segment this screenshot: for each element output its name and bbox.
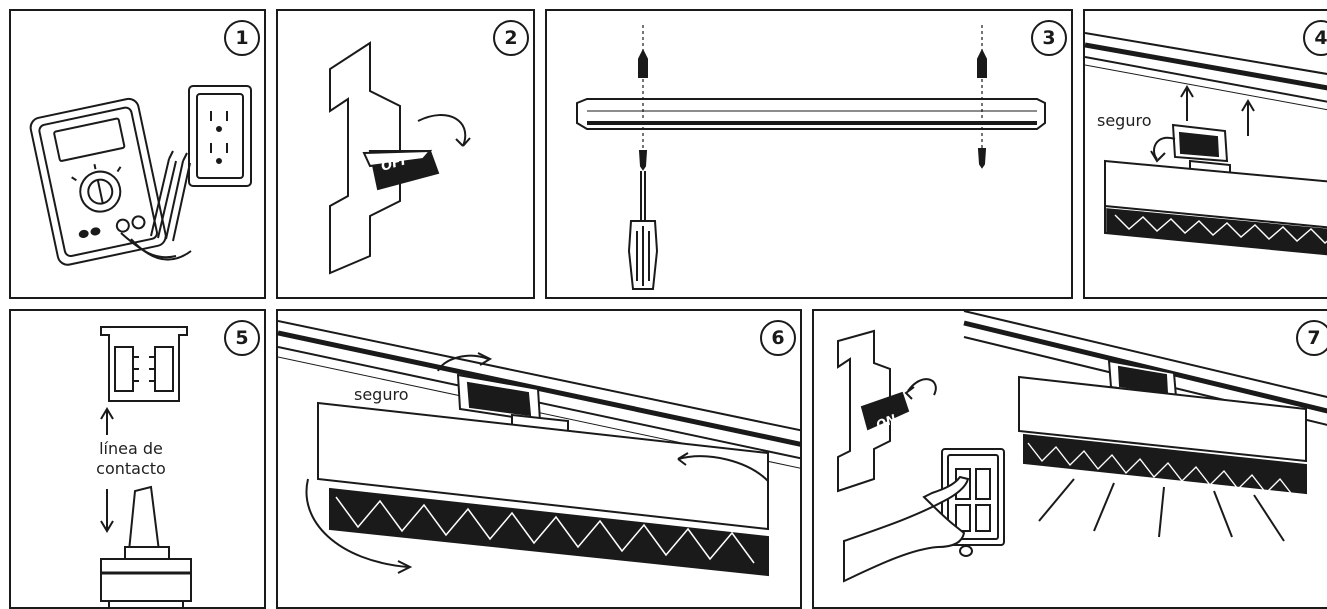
step-number-badge: 3 [1031,20,1067,56]
track-rail-icon [100,326,192,607]
contact-line-label: línea de contacto [71,439,191,479]
step-2-panel: OFF 2 [276,9,535,299]
step-number-badge: 1 [224,20,260,56]
step-5-panel: línea de contacto 5 [9,309,266,609]
step-number-badge: 2 [493,20,529,56]
step-7-panel: ON 7 [812,309,1327,609]
contact-line-label-line2: contacto [96,459,166,478]
switch-off-icon [329,41,471,275]
light-fixture-icon [1085,32,1327,256]
lens-row [1027,442,1295,498]
lock-label: seguro [1097,111,1152,130]
lens-row [335,496,755,564]
step-number-badge: 7 [1296,320,1327,356]
step-6-panel: seguro 6 [276,309,802,609]
step-1-panel: 1 [9,9,266,299]
step-number-badge: 4 [1303,20,1327,56]
lock-label: seguro [354,385,409,404]
multimeter-icon [29,97,192,266]
step-3-panel: 3 [545,9,1073,299]
lens-row [1114,214,1327,244]
track-rail-icon [576,25,1046,171]
screwdriver-icon [627,171,659,290]
contact-line-label-line1: línea de [99,439,163,458]
step-4-panel: seguro 4 [1083,9,1327,299]
step-number-badge: 5 [224,320,260,356]
light-fixture-icon [278,320,800,577]
switch-on-icon [837,329,937,493]
outlet-icon [188,85,252,187]
hand-icon [843,475,973,583]
step-number-badge: 6 [760,320,796,356]
light-fixture-icon [963,311,1327,542]
